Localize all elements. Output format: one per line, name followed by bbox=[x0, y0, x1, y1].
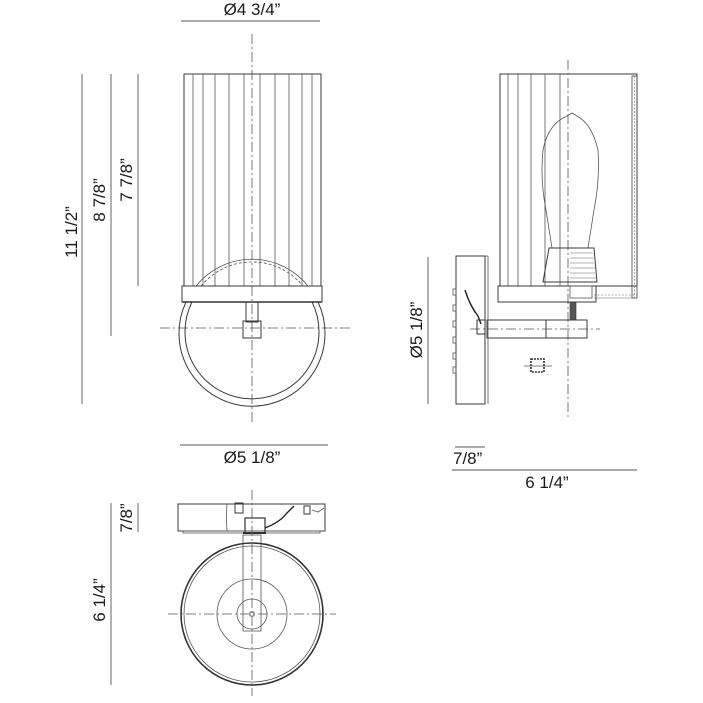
height-to-shade-label: 8 7/8” bbox=[90, 178, 109, 222]
backplate-screws bbox=[452, 288, 457, 374]
top-depth-label: 7/8” bbox=[117, 503, 136, 533]
shade-height-label: 7 7/8” bbox=[117, 158, 136, 202]
edison-bulb bbox=[541, 112, 599, 249]
backplate-hidden-arc-inner bbox=[200, 261, 304, 287]
backplate-diameter-label: Ø5 1/8” bbox=[224, 448, 281, 467]
top-extension-label: 6 1/4” bbox=[90, 578, 109, 622]
mounting-block bbox=[242, 320, 262, 339]
side-shade-outline bbox=[499, 73, 638, 287]
threaded-rod bbox=[569, 301, 577, 321]
top-wire bbox=[264, 505, 295, 529]
front-view bbox=[81, 20, 350, 446]
side-depth-label: 7/8” bbox=[453, 449, 483, 468]
arm-stem bbox=[245, 301, 259, 323]
top-view bbox=[110, 490, 336, 696]
shade-diameter-label: Ø4 3/4” bbox=[224, 0, 281, 19]
backplate-hidden-arc-outer bbox=[195, 258, 309, 287]
wire bbox=[464, 289, 482, 325]
backplate-outer-ring bbox=[178, 301, 326, 407]
wire-nut bbox=[476, 319, 486, 335]
side-backplate-diameter-label: Ø5 1/8” bbox=[407, 301, 426, 358]
side-shade-flutes bbox=[507, 74, 561, 286]
side-shade-holder bbox=[497, 285, 597, 303]
socket-threads bbox=[570, 252, 596, 279]
side-backplate bbox=[455, 255, 486, 405]
side-extension-label: 6 1/4” bbox=[525, 473, 569, 492]
side-mounting-block bbox=[530, 358, 545, 373]
top-screw bbox=[234, 502, 244, 514]
bulb-socket bbox=[542, 247, 598, 283]
backplate-inner-ring bbox=[184, 301, 320, 400]
side-view bbox=[427, 60, 638, 471]
fluted-glass-shade bbox=[183, 73, 322, 287]
overall-height-label: 11 1/2” bbox=[62, 206, 81, 258]
shade-flutes bbox=[192, 74, 313, 286]
